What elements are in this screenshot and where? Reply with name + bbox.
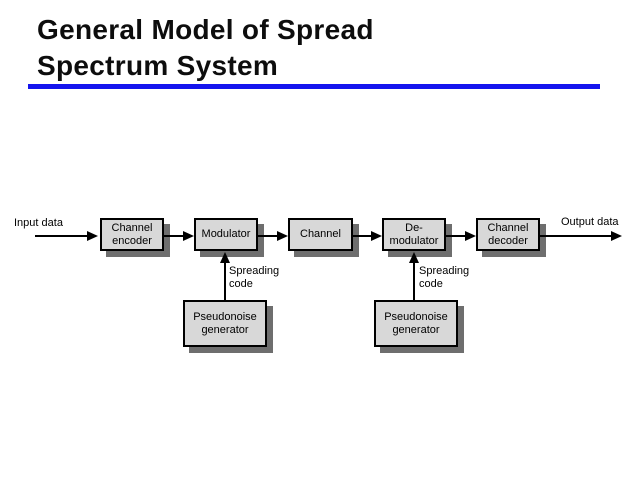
arrow-shaft bbox=[224, 263, 226, 300]
arrow-decoder-to-output-icon bbox=[540, 231, 622, 241]
slide-title-line1: General Model of Spread bbox=[37, 14, 374, 45]
channel-encoder-box: Channel encoder bbox=[100, 218, 164, 251]
arrow-demodulator-to-decoder-icon bbox=[446, 231, 476, 241]
arrow-shaft bbox=[353, 235, 371, 237]
arrow-encoder-to-modulator-icon bbox=[164, 231, 194, 241]
spreading-code-right-label: Spreading code bbox=[419, 265, 470, 290]
arrowhead-up-icon bbox=[220, 252, 230, 263]
output-data-label: Output data bbox=[561, 216, 619, 228]
arrow-modulator-to-channel-icon bbox=[258, 231, 288, 241]
input-data-label: Input data bbox=[14, 217, 63, 229]
arrow-shaft bbox=[413, 263, 415, 300]
arrow-shaft bbox=[258, 235, 277, 237]
channel-box: Channel bbox=[288, 218, 353, 251]
arrowhead-right-icon bbox=[611, 231, 622, 241]
arrow-shaft bbox=[35, 235, 87, 237]
title-underline-rule bbox=[28, 84, 600, 89]
arrowhead-right-icon bbox=[465, 231, 476, 241]
arrowhead-right-icon bbox=[87, 231, 98, 241]
arrow-input-to-encoder-icon bbox=[35, 231, 98, 241]
arrow-channel-to-demodulator-icon bbox=[353, 231, 382, 241]
arrowhead-right-icon bbox=[371, 231, 382, 241]
spreading-code-left-label: Spreading code bbox=[229, 265, 280, 290]
slide-title: General Model of Spread Spectrum System bbox=[37, 12, 374, 84]
slide-title-line2: Spectrum System bbox=[37, 50, 279, 81]
modulator-box: Modulator bbox=[194, 218, 258, 251]
arrow-pn-right-to-demodulator-icon bbox=[408, 252, 420, 300]
pseudonoise-generator-right-box: Pseudonoise generator bbox=[374, 300, 458, 347]
arrow-shaft bbox=[540, 235, 611, 237]
arrow-pn-left-to-modulator-icon bbox=[219, 252, 231, 300]
arrowhead-right-icon bbox=[277, 231, 288, 241]
channel-decoder-box: Channel decoder bbox=[476, 218, 540, 251]
arrowhead-right-icon bbox=[183, 231, 194, 241]
arrowhead-up-icon bbox=[409, 252, 419, 263]
arrow-shaft bbox=[164, 235, 183, 237]
arrow-shaft bbox=[446, 235, 465, 237]
pseudonoise-generator-left-box: Pseudonoise generator bbox=[183, 300, 267, 347]
demodulator-box: De- modulator bbox=[382, 218, 446, 251]
